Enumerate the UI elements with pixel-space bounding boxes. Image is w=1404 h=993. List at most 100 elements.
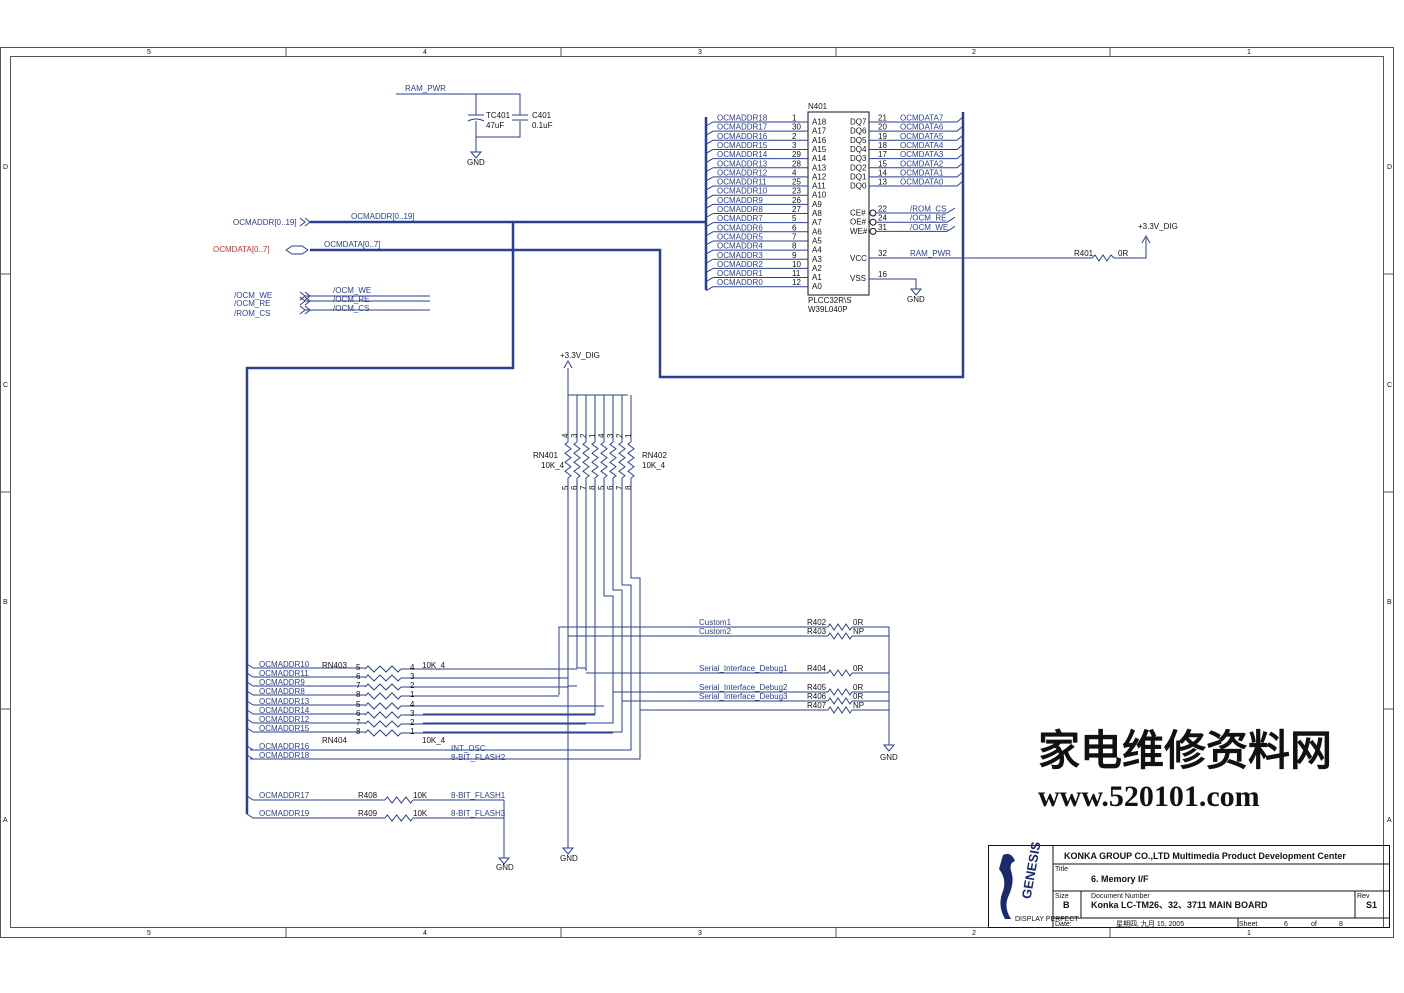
network-resistor-element	[364, 683, 402, 691]
left-net-label: OCMADDR8	[259, 687, 305, 696]
rn402-value: 10K_4	[642, 461, 666, 470]
pullup-resistor-element	[627, 441, 635, 479]
ports	[285, 217, 311, 315]
pullup-bottom-pin-number: 8	[588, 485, 597, 490]
gnd-label: GND	[907, 295, 925, 304]
vcc-r401-wires	[869, 234, 1151, 296]
chip-addr-net: OCMADDR18	[717, 114, 768, 123]
strap-resistor-element	[827, 688, 853, 696]
bottom-res-ref: R409	[358, 809, 378, 818]
frame-row-label-right: C	[1387, 382, 1392, 389]
strap-ref: R406	[807, 692, 827, 701]
chip-ctrl-pin-number: 31	[878, 223, 887, 232]
left-net-label: OCMADDR14	[259, 706, 310, 715]
strap-ref: R403	[807, 627, 827, 636]
pullup-top-pin-number: 1	[588, 433, 597, 438]
chip-data-net: OCMDATA0	[900, 178, 944, 187]
chip-addr-pin-number: 28	[792, 159, 801, 168]
bus-label-ocm-we: /OCM_WE	[333, 286, 371, 295]
chip-data-net: OCMDATA5	[900, 132, 944, 141]
rev-label: Rev	[1357, 893, 1370, 900]
pullup-bottom-pin-number: 7	[579, 485, 588, 490]
port-ocm-we: /OCM_WE	[234, 291, 272, 300]
network-left-pin-number: 5	[356, 663, 361, 672]
frame-col-label-bottom: 5	[147, 930, 151, 937]
strap-value: NP	[853, 627, 864, 636]
net-bus-entry	[246, 681, 254, 687]
chip-data-pin-number: 15	[878, 159, 887, 168]
pullup-drop	[250, 478, 641, 760]
network-resistor-element	[364, 665, 402, 673]
chip-addr-pin-number: 7	[792, 232, 797, 241]
network-right-pin-number: 4	[410, 663, 415, 672]
bottom-resistor-element	[384, 814, 414, 822]
pullup-top-pin-number: 4	[561, 433, 570, 438]
strap-net-label: Serial_Interface_Debug1	[699, 664, 788, 673]
strap-net-label: Serial_Interface_Debug2	[699, 683, 788, 692]
frame-col-label-bottom: 2	[972, 930, 976, 937]
bus-label-addr: OCMADDR[0..19]	[351, 212, 415, 221]
chip-data-wire	[869, 171, 964, 178]
gnd-symbol	[497, 857, 511, 865]
bottom-net-label: OCMADDR19	[259, 809, 310, 818]
pullup-drop	[423, 478, 614, 724]
title-block	[988, 845, 1390, 928]
network-resistor-element	[364, 692, 402, 700]
chip-addr-pin-number: 26	[792, 196, 801, 205]
flash2-label: 8-BIT_FLASH2	[451, 753, 506, 762]
date-label: Date:	[1055, 921, 1072, 928]
chip-data-pin-name: DQ1	[850, 172, 867, 181]
chip-data-pin-number: 17	[878, 150, 887, 159]
chip-addr-pin-number: 3	[792, 141, 797, 150]
size-value: B	[1063, 900, 1070, 910]
chip-addr-pin-name: A1	[812, 273, 822, 282]
left-net-label: OCMADDR16	[259, 742, 310, 751]
frame-col-label-top: 2	[972, 49, 976, 56]
chip-addr-pin-name: A0	[812, 282, 822, 291]
chip-vcc-pin-number: 32	[878, 249, 887, 258]
strap-resistor-element	[827, 669, 853, 677]
chip-addr-pin-number: 10	[792, 260, 801, 269]
strap-resistor-element	[827, 623, 853, 631]
chip-data-wire	[869, 180, 964, 187]
chip-addr-pin-number: 6	[792, 223, 797, 232]
chip-addr-wire	[705, 286, 808, 292]
sheet-number: 6	[1284, 921, 1288, 928]
ram-pwr-label: RAM_PWR	[405, 84, 446, 93]
pullup-resistor-element	[573, 441, 581, 479]
port-ocm-re: /OCM_RE	[234, 299, 270, 308]
gnd-symbol	[561, 847, 575, 855]
strap-ref: R402	[807, 618, 827, 627]
network-right-pin-number: 1	[410, 690, 415, 699]
chip-addr-pin-name: A16	[812, 136, 827, 145]
chip-data-pin-name: DQ4	[850, 145, 867, 154]
chip-data-wire	[869, 144, 964, 150]
chip-ctrl-pin-number: 24	[878, 214, 887, 223]
chip-ctrl-net: /OCM_WE	[910, 223, 948, 232]
network-left-pin-number: 8	[356, 690, 361, 699]
net-bus-entry	[246, 700, 254, 706]
chip-data-pin-number: 13	[878, 178, 887, 187]
frame-col-label-top: 1	[1247, 49, 1251, 56]
bottom-res-value: 10K	[413, 809, 428, 818]
chip-addr-pin-name: A10	[812, 191, 827, 200]
chip-ctrl-wire	[876, 225, 956, 232]
rev-value: S1	[1366, 900, 1377, 910]
pullup-drop	[250, 478, 632, 751]
strap-value: 0R	[853, 618, 863, 627]
chip-ctrl-wire	[876, 207, 956, 214]
strap-ref: R404	[807, 664, 827, 673]
frame-ticks	[0, 47, 1394, 937]
chip-addr-net: OCMADDR0	[717, 278, 763, 287]
chip-addr-net: OCMADDR13	[717, 159, 768, 168]
pullup-top-pin-number: 2	[579, 433, 588, 438]
network-right-pin-number: 3	[410, 672, 415, 681]
pullup-bottom-pin-number: 6	[606, 485, 615, 490]
chip-data-pin-number: 20	[878, 123, 887, 132]
frame-row-label-right: A	[1387, 817, 1392, 824]
chip-addr-pin-name: A12	[812, 172, 827, 181]
